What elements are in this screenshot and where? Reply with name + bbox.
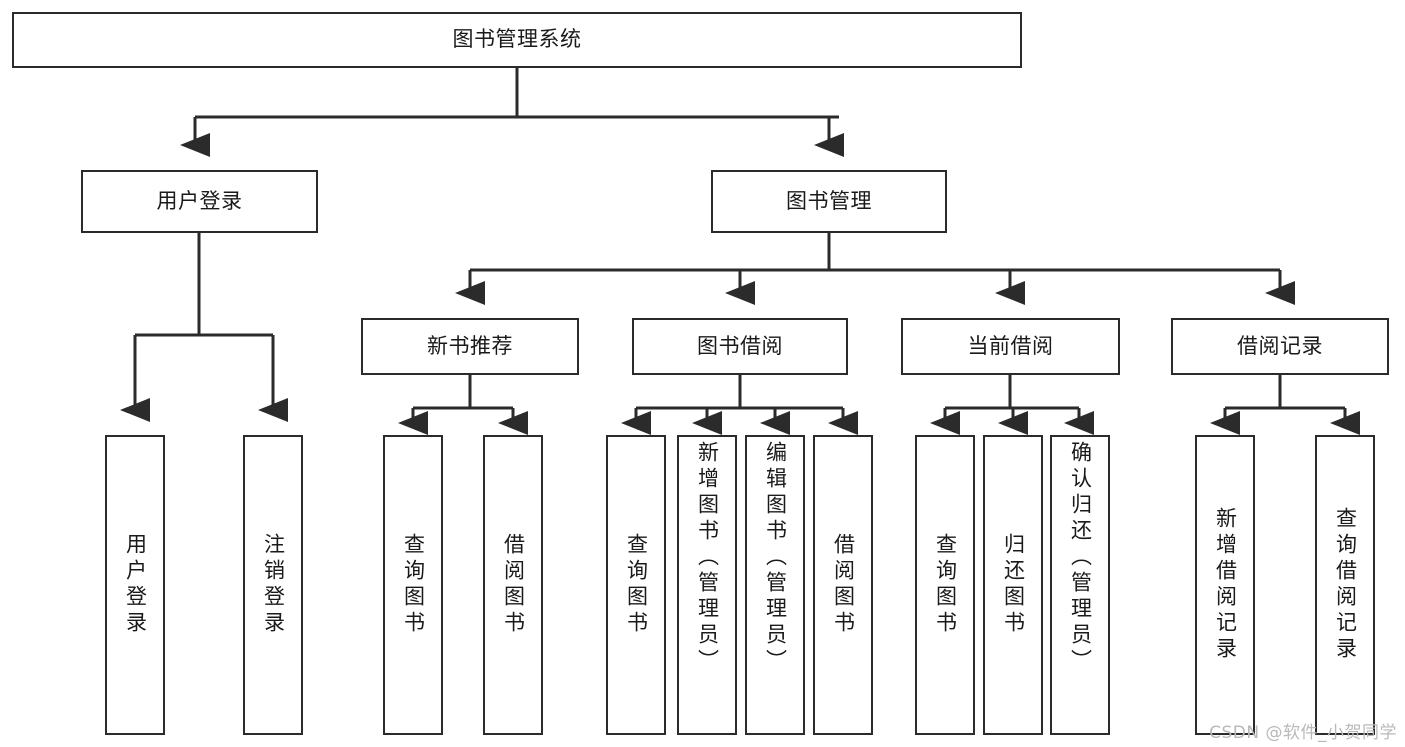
leaf-content: 确认归还（管理员） xyxy=(1052,437,1108,733)
node-leaf-confirm-return-label: 确认归还（管理员） xyxy=(1068,441,1093,675)
node-leaf-add-book[interactable]: 新增图书（管理员） xyxy=(677,435,737,735)
node-leaf-borrow-book-1-label: 借阅图书 xyxy=(501,533,526,637)
node-current-borrow[interactable]: 当前借阅 xyxy=(901,318,1120,375)
node-borrow-record-label: 借阅记录 xyxy=(1237,333,1323,358)
leaf-content: 查询图书 xyxy=(917,437,973,733)
node-book-manage[interactable]: 图书管理 xyxy=(711,170,947,233)
node-leaf-query-record[interactable]: 查询借阅记录 xyxy=(1315,435,1375,735)
node-leaf-borrow-book-2[interactable]: 借阅图书 xyxy=(813,435,873,735)
node-leaf-return-book[interactable]: 归还图书 xyxy=(983,435,1043,735)
leaf-content: 归还图书 xyxy=(985,437,1041,733)
node-borrow-record[interactable]: 借阅记录 xyxy=(1171,318,1389,375)
leaf-content: 查询图书 xyxy=(385,437,441,733)
node-leaf-query-book-2-label: 查询图书 xyxy=(624,533,649,637)
leaf-content: 注销登录 xyxy=(245,437,301,733)
node-leaf-logout-login-label: 注销登录 xyxy=(261,533,286,637)
node-current-borrow-label: 当前借阅 xyxy=(967,333,1054,358)
node-leaf-query-book-3-label: 查询图书 xyxy=(933,533,958,637)
node-leaf-user-login[interactable]: 用户登录 xyxy=(105,435,165,735)
node-leaf-confirm-return[interactable]: 确认归还（管理员） xyxy=(1050,435,1110,735)
node-leaf-edit-book[interactable]: 编辑图书（管理员） xyxy=(745,435,805,735)
node-user-login[interactable]: 用户登录 xyxy=(81,170,318,233)
node-book-borrow-label: 图书借阅 xyxy=(697,333,783,358)
node-root[interactable]: 图书管理系统 xyxy=(12,12,1022,68)
node-leaf-user-login-label: 用户登录 xyxy=(123,533,148,637)
node-root-label: 图书管理系统 xyxy=(452,27,582,52)
node-leaf-query-book-3[interactable]: 查询图书 xyxy=(915,435,975,735)
node-book-manage-label: 图书管理 xyxy=(786,188,872,213)
node-leaf-query-book-1[interactable]: 查询图书 xyxy=(383,435,443,735)
leaf-content: 借阅图书 xyxy=(485,437,541,733)
node-new-book-recommend[interactable]: 新书推荐 xyxy=(361,318,579,375)
leaf-content: 查询借阅记录 xyxy=(1317,437,1373,733)
node-new-book-recommend-label: 新书推荐 xyxy=(427,333,513,358)
node-leaf-logout-login[interactable]: 注销登录 xyxy=(243,435,303,735)
node-leaf-add-record[interactable]: 新增借阅记录 xyxy=(1195,435,1255,735)
leaf-content: 编辑图书（管理员） xyxy=(747,437,803,733)
leaf-content: 新增借阅记录 xyxy=(1197,437,1253,733)
node-leaf-return-book-label: 归还图书 xyxy=(1001,533,1026,637)
node-book-borrow[interactable]: 图书借阅 xyxy=(632,318,848,375)
node-leaf-borrow-book-1[interactable]: 借阅图书 xyxy=(483,435,543,735)
node-leaf-borrow-book-2-label: 借阅图书 xyxy=(831,533,856,637)
node-leaf-edit-book-label: 编辑图书（管理员） xyxy=(763,441,788,675)
node-leaf-add-record-label: 新增借阅记录 xyxy=(1213,507,1238,663)
leaf-content: 借阅图书 xyxy=(815,437,871,733)
node-leaf-query-record-label: 查询借阅记录 xyxy=(1333,507,1358,663)
node-leaf-query-book-1-label: 查询图书 xyxy=(401,533,426,637)
leaf-content: 用户登录 xyxy=(107,437,163,733)
node-leaf-add-book-label: 新增图书（管理员） xyxy=(695,441,720,675)
leaf-content: 查询图书 xyxy=(608,437,664,733)
leaf-content: 新增图书（管理员） xyxy=(679,437,735,733)
node-leaf-query-book-2[interactable]: 查询图书 xyxy=(606,435,666,735)
node-user-login-label: 用户登录 xyxy=(156,188,243,213)
